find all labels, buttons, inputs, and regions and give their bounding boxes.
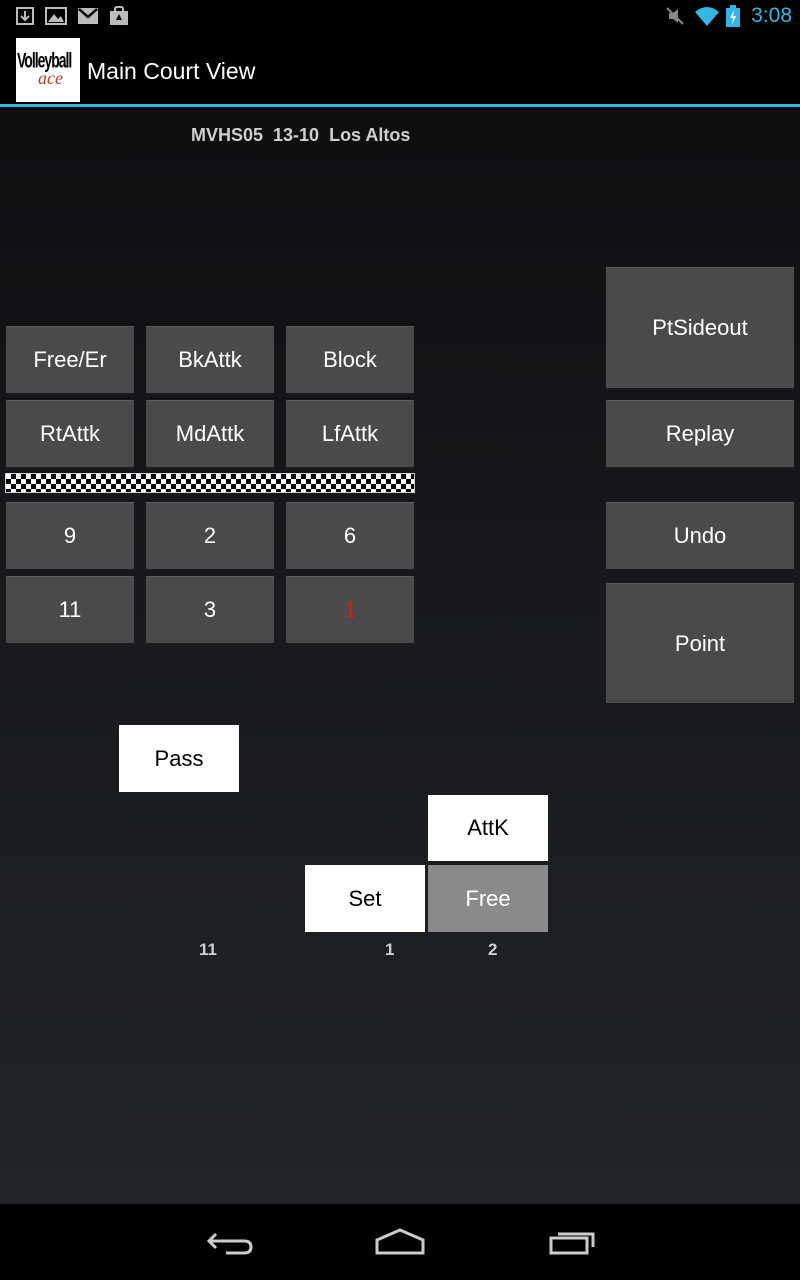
recent-apps-icon[interactable]: [542, 1222, 602, 1262]
status-bar: 3:08: [0, 0, 800, 33]
player-button-11[interactable]: 11: [6, 576, 134, 643]
main-court-view: MVHS05 13-10 Los Altos Free/Er BkAttk Bl…: [0, 107, 800, 1204]
player-button-9[interactable]: 9: [6, 502, 134, 569]
page-title: Main Court View: [87, 58, 256, 84]
free-er-button[interactable]: Free/Er: [6, 326, 134, 393]
block-button[interactable]: Block: [286, 326, 414, 393]
rt-attk-button[interactable]: RtAttk: [6, 400, 134, 467]
rally-label-attk-player: 2: [488, 940, 498, 959]
free-button[interactable]: Free: [428, 865, 548, 932]
lf-attk-button[interactable]: LfAttk: [286, 400, 414, 467]
md-attk-button[interactable]: MdAttk: [146, 400, 274, 467]
bk-attk-button[interactable]: BkAttk: [146, 326, 274, 393]
wifi-icon: [694, 5, 720, 27]
player-button-6[interactable]: 6: [286, 502, 414, 569]
rally-label-set-player: 1: [385, 940, 395, 959]
player-button-1-selected[interactable]: 1: [286, 576, 414, 643]
attk-button[interactable]: AttK: [428, 795, 548, 861]
rally-label-pass-player: 11: [199, 940, 217, 959]
set-button[interactable]: Set: [305, 865, 425, 932]
status-time: 3:08: [751, 4, 792, 27]
navigation-bar: [0, 1204, 800, 1280]
image-icon: [45, 5, 67, 27]
undo-button[interactable]: Undo: [606, 502, 794, 569]
point-button[interactable]: Point: [606, 583, 794, 703]
action-bar-divider: [0, 104, 800, 107]
back-icon[interactable]: [200, 1222, 260, 1262]
pass-button[interactable]: Pass: [119, 725, 239, 792]
app-logo[interactable]: Volleyball ace: [16, 38, 80, 102]
battery-charging-icon: [725, 5, 741, 27]
action-bar: Volleyball ace Main Court View: [0, 33, 800, 105]
app-logo-text: Volleyball: [17, 48, 72, 72]
volleyball-net: [5, 473, 415, 493]
pt-sideout-button[interactable]: PtSideout: [606, 267, 794, 388]
score-line: MVHS05 13-10 Los Altos: [191, 125, 411, 145]
replay-button[interactable]: Replay: [606, 400, 794, 467]
download-icon: [14, 5, 36, 27]
gmail-icon: [77, 5, 99, 27]
store-bag-icon: [108, 5, 130, 27]
player-button-3[interactable]: 3: [146, 576, 274, 643]
player-button-2[interactable]: 2: [146, 502, 274, 569]
home-icon[interactable]: [370, 1222, 430, 1262]
app-logo-script: ace: [38, 68, 63, 88]
muted-icon: [664, 5, 686, 27]
